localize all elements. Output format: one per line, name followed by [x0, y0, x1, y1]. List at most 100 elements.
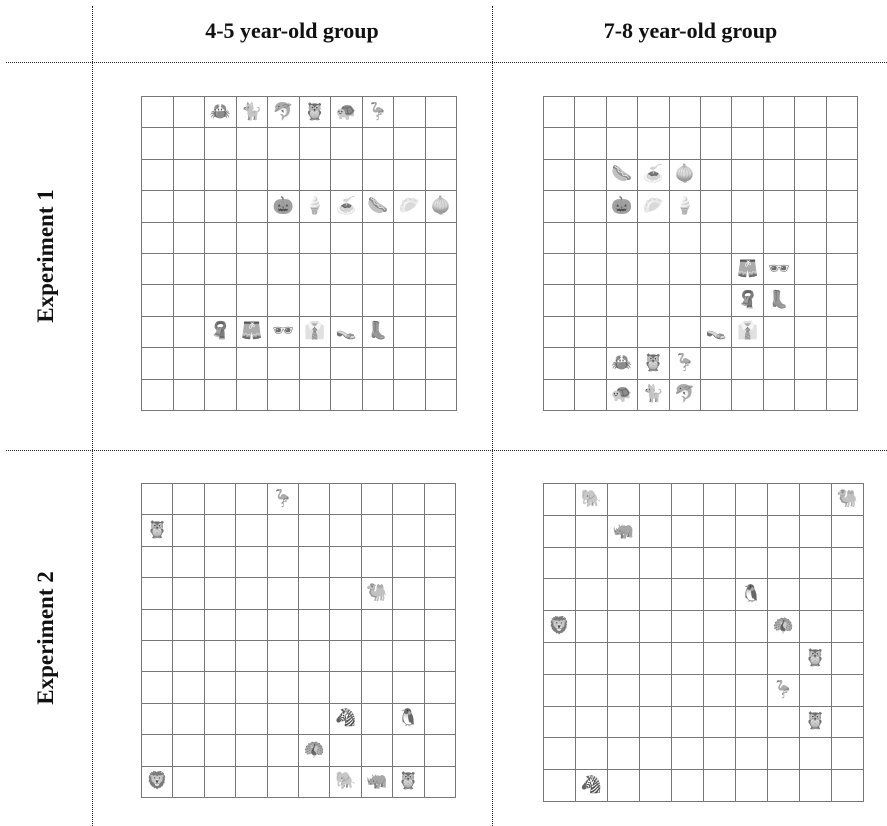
grid-cell	[732, 97, 763, 128]
grid-cell	[768, 548, 800, 580]
grid-cell	[174, 380, 206, 411]
grid-cell: 🎃	[268, 191, 300, 222]
grid-cell	[640, 770, 672, 802]
grid-cell: 🦉	[300, 97, 332, 128]
grid-cell	[795, 97, 826, 128]
grid-cell: 🦉	[800, 643, 832, 675]
grid-cell	[362, 484, 393, 515]
grid-cell	[795, 128, 826, 159]
peacock-icon: 🦚	[304, 742, 325, 759]
lion-icon: 🦁	[549, 618, 570, 635]
grid-cell	[142, 191, 174, 222]
grid-cell	[608, 484, 640, 516]
grid-cell	[672, 675, 704, 707]
grid-cell	[142, 380, 174, 411]
grid-cell	[237, 128, 269, 159]
grid-cell: 🦩	[670, 348, 701, 379]
grid-cell	[638, 285, 669, 316]
grid-cell	[800, 611, 832, 643]
grid-cell	[704, 643, 736, 675]
grid-cell	[236, 578, 267, 609]
grid-cell	[764, 348, 795, 379]
grid-cell	[544, 285, 575, 316]
row-label-experiment-2: Experiment 2	[0, 450, 92, 826]
grid-cell	[607, 285, 638, 316]
grid-cell	[640, 516, 672, 548]
grid-cell	[142, 254, 174, 285]
grid-cell	[394, 160, 426, 191]
grid-cell	[764, 223, 795, 254]
grid-cell	[638, 97, 669, 128]
grid-cell	[142, 578, 173, 609]
grid-cell	[827, 160, 858, 191]
grid-cell	[174, 191, 206, 222]
grid-cell	[832, 675, 864, 707]
grid-cell	[575, 128, 606, 159]
grid-cell	[394, 285, 426, 316]
flamingo-icon: 🦩	[773, 682, 794, 699]
grid-cell	[576, 707, 608, 739]
grid-cell	[426, 380, 458, 411]
flamingo-icon: 🦩	[272, 491, 293, 508]
grid-cell	[362, 735, 393, 766]
grid-cell	[205, 191, 237, 222]
row-label-experiment-2-text: Experiment 2	[33, 571, 59, 705]
grid-cell	[425, 515, 456, 546]
grid-cell	[142, 735, 173, 766]
grid-cell	[795, 160, 826, 191]
grid-cell: 🧅	[670, 160, 701, 191]
grid-cell	[575, 254, 606, 285]
grid-cell	[299, 767, 330, 798]
grid-cell	[672, 611, 704, 643]
squash-icon: 🥟	[399, 198, 420, 215]
cat-icon: 🐈	[241, 104, 262, 121]
sandals-icon: 👡	[706, 323, 727, 340]
grid-cell	[268, 348, 300, 379]
rhino-icon: 🦏	[613, 523, 634, 540]
grid-cell	[268, 128, 300, 159]
grid-cell	[575, 160, 606, 191]
grid-cell	[576, 548, 608, 580]
grid-cell	[768, 579, 800, 611]
grid-cell	[544, 97, 575, 128]
grid-cell	[142, 285, 174, 316]
grid-cell: 👡	[701, 317, 732, 348]
grid-cell	[363, 254, 395, 285]
grid-cell	[205, 515, 236, 546]
grid-cell: 🦓	[330, 704, 361, 735]
grid-cell	[704, 675, 736, 707]
grid-cell	[205, 380, 237, 411]
grid-cell	[670, 254, 701, 285]
grid-cell	[394, 223, 426, 254]
grid-cell	[363, 348, 395, 379]
grid-cell	[544, 770, 576, 802]
grid-cell	[142, 128, 174, 159]
grid-cell	[704, 579, 736, 611]
grid-cell	[800, 579, 832, 611]
sunglasses-icon: 🕶	[768, 261, 790, 278]
grid-cell	[299, 641, 330, 672]
grid-cell	[764, 191, 795, 222]
grid-cell	[764, 128, 795, 159]
grid-cell	[576, 611, 608, 643]
grid-cell	[174, 160, 206, 191]
grid-cell	[670, 285, 701, 316]
grid-cell	[300, 223, 332, 254]
grid-cell	[832, 643, 864, 675]
grid-cell	[701, 191, 732, 222]
grid-cell	[736, 770, 768, 802]
grid-cell: 🐈	[638, 380, 669, 411]
grid-cell	[236, 484, 267, 515]
grid-cell	[142, 641, 173, 672]
owl-icon: 🦉	[805, 713, 826, 730]
grid-cell	[205, 348, 237, 379]
grid-cell	[426, 223, 458, 254]
grid-cell: 👔	[300, 317, 332, 348]
grid-cell	[425, 641, 456, 672]
grid-cell	[330, 484, 361, 515]
grid-cell	[237, 348, 269, 379]
hotdog-icon: 🌭	[611, 166, 632, 183]
grid-cell	[425, 704, 456, 735]
grid-cell	[764, 380, 795, 411]
grid-cell	[174, 317, 206, 348]
